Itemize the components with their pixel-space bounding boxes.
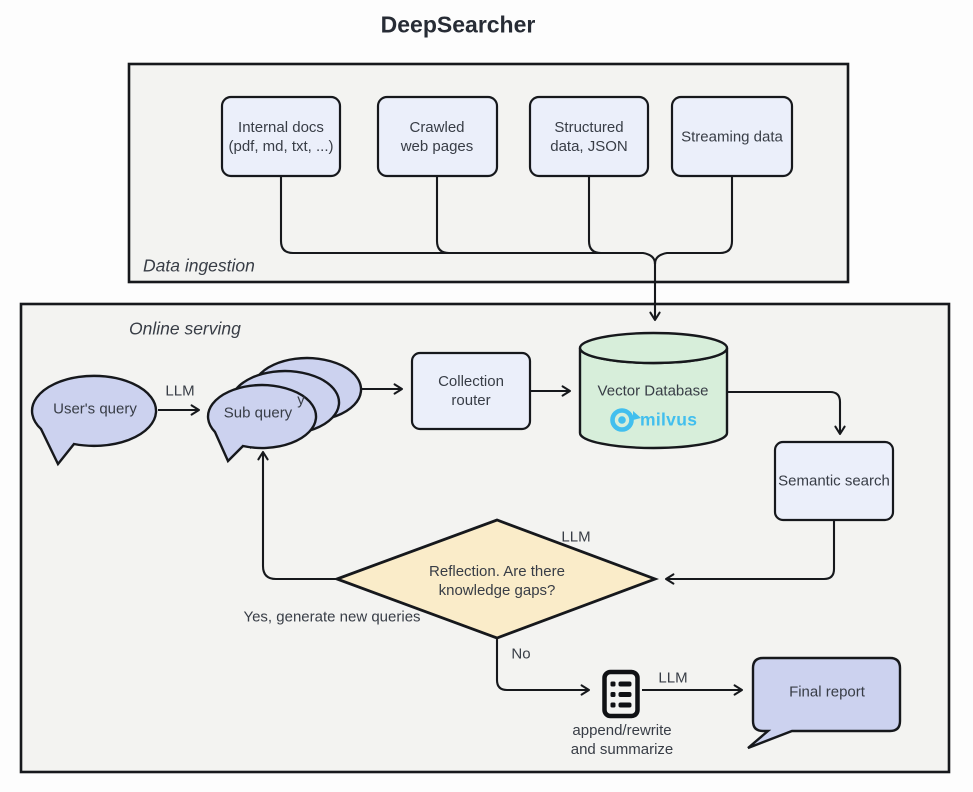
- label-line: web pages: [400, 138, 474, 155]
- semantic-search-label: Semantic search: [778, 472, 890, 490]
- reflection-label: Reflection. Are there knowledge gaps?: [429, 562, 565, 600]
- user-query-label: User's query: [53, 400, 137, 418]
- collection-router-box: [410, 351, 532, 431]
- arrow-vector-db-to-semantic: [727, 390, 846, 436]
- llm-label-final-report: LLM: [658, 669, 688, 687]
- list-notes-icon: [602, 669, 640, 719]
- label-line: Crawled: [409, 119, 465, 136]
- source-internal-docs-label: Internal docs (pdf, md, txt, ...): [228, 118, 333, 156]
- online-serving-panel-label: Online serving: [129, 318, 241, 339]
- llm-label-user-to-subquery: LLM: [165, 382, 195, 400]
- label-line: and summarize: [570, 741, 674, 758]
- label-line: router: [451, 392, 491, 409]
- label-line: Reflection. Are there: [429, 563, 565, 580]
- connector-crawled-web: [435, 176, 643, 255]
- final-report-bubble: [747, 656, 902, 750]
- sub-query-peek-text: y: [297, 391, 305, 409]
- milvus-eye-icon: [610, 408, 641, 432]
- label-line: append/rewrite: [572, 722, 672, 739]
- user-query-bubble: [30, 374, 158, 467]
- sub-query-label: Sub query: [223, 404, 293, 422]
- milvus-wordmark: milvus: [640, 409, 698, 430]
- label-line: Internal docs: [238, 119, 324, 136]
- label-line: knowledge gaps?: [438, 582, 556, 599]
- arrow-reflection-yes-loop: [257, 450, 337, 581]
- arrow-semantic-to-reflection: [664, 519, 836, 585]
- label-line: Streaming data: [681, 128, 783, 146]
- vector-database-label: Vector Database: [597, 382, 709, 400]
- llm-label-reflection: LLM: [561, 528, 591, 546]
- label-line: Structured: [554, 119, 624, 136]
- no-branch-label: No: [511, 645, 531, 663]
- source-structured-data-label: Structured data, JSON: [550, 118, 628, 156]
- reflection-diamond: [332, 518, 660, 640]
- source-crawled-web-label: Crawled web pages: [401, 118, 474, 156]
- arrow-reflection-no-to-notes: [495, 638, 591, 696]
- collection-router-label: Collection router: [438, 372, 504, 410]
- connector-structured-data: [587, 176, 643, 255]
- data-ingestion-panel-label: Data ingestion: [143, 255, 255, 276]
- semantic-search-box: [773, 440, 895, 522]
- label-line: Collection: [438, 373, 504, 390]
- append-summarize-label: append/rewrite and summarize: [571, 721, 674, 759]
- connector-internal-docs: [279, 176, 657, 265]
- label-line: (pdf, md, txt, ...): [228, 138, 334, 155]
- connector-streaming-data: [653, 176, 734, 265]
- final-report-label: Final report: [789, 683, 865, 701]
- page-title: DeepSearcher: [380, 11, 536, 38]
- source-streaming-data-label: Streaming data: [681, 128, 783, 147]
- label-line: data, JSON: [550, 138, 628, 155]
- vector-database-cylinder: [578, 331, 729, 450]
- yes-branch-label: Yes, generate new queries: [243, 608, 421, 626]
